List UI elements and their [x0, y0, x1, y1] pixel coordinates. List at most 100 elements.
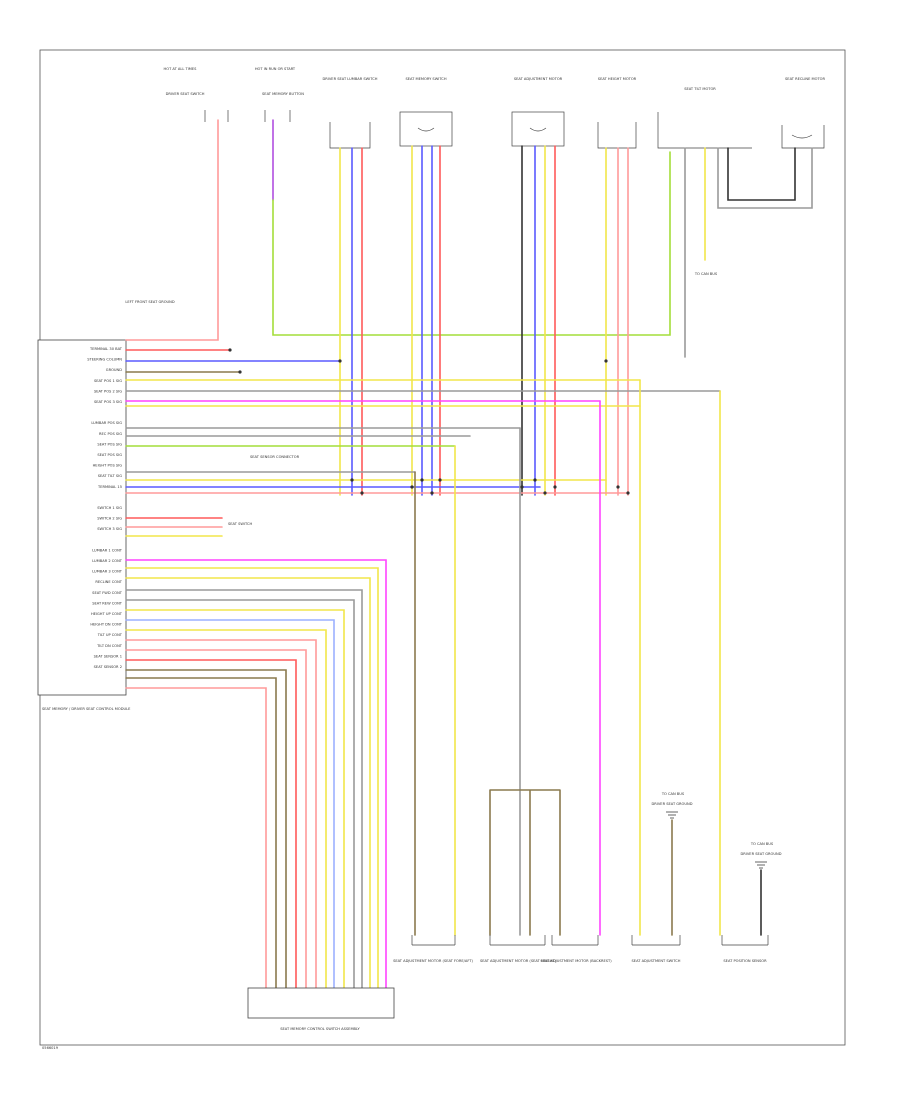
pin-label: STEERING COLUMN: [87, 358, 122, 362]
bottom-ground-0: DRIVER SEAT GROUND: [652, 802, 693, 806]
ground-note: LEFT FRONT SEAT GROUND: [125, 300, 175, 304]
splice-dot: [228, 348, 232, 352]
connector-c1: [204, 110, 229, 122]
wire-green-feed: [272, 151, 671, 336]
wires: [125, 119, 813, 989]
wire-fan: [125, 677, 277, 989]
bus-note-2: TO CAN BUS: [661, 792, 685, 796]
ground-symbol-2: [755, 861, 767, 869]
splice-dot: [360, 491, 364, 495]
top-label-1: SEAT MEMORY SWITCH: [405, 77, 446, 81]
bottom-ground-1: DRIVER SEAT GROUND: [741, 852, 782, 856]
bottom-connector-2: [489, 935, 546, 946]
top-component-labels: DRIVER SEAT LUMBAR SWITCH SEAT MEMORY SW…: [166, 77, 826, 96]
pin-label: SEAT SENSOR 2: [94, 665, 122, 669]
pin-label: SWITCH 1 SIG: [97, 506, 122, 510]
wire-fan: [125, 567, 379, 989]
wire-fan: [125, 639, 317, 989]
pin-label: SEAT TILT SIG: [98, 474, 123, 478]
connector-c2: [264, 110, 291, 122]
wire-drop: [489, 789, 561, 936]
wire-fan: [125, 619, 335, 989]
splice-dot: [238, 370, 242, 374]
bottom-component-labels: SEAT ADJUSTMENT MOTOR (SEAT FORE/AFT) SE…: [393, 959, 767, 963]
top-label-4: SEAT TILT MOTOR: [684, 87, 716, 91]
wire-fan: [125, 629, 327, 989]
pin-label: SEAT POS SIG: [97, 442, 122, 446]
top-note-2: HOT IN RUN OR START: [255, 67, 296, 71]
splice-dot: [350, 478, 354, 482]
pin-label: LUMBAR 1 CONT: [92, 548, 123, 552]
pin-label: SWITCH 3 SIG: [97, 527, 122, 531]
bottom-label-0: SEAT MEMORY CONTROL SWITCH ASSEMBLY: [280, 1027, 360, 1031]
left-module-box: [37, 339, 127, 696]
bottom-label-2: SEAT ADJUSTMENT MOTOR (SEAT HEIGHT): [480, 959, 557, 963]
splices: [228, 348, 630, 495]
wire-switch-loop: [717, 147, 813, 209]
bottom-label-3: SEAT ADJUSTMENT MOTOR (BACKREST): [540, 959, 612, 963]
diagram-code: 0566019: [42, 1046, 59, 1050]
pin-label: LUMBAR 3 CONT: [92, 570, 123, 574]
pin-label: HEIGHT DN CONT: [90, 623, 122, 627]
top-connectors: [204, 110, 825, 149]
wire-fan: [125, 687, 267, 989]
wire-fan: [125, 659, 297, 989]
bottom-connector-3: [551, 935, 599, 946]
connector-height: [597, 122, 637, 149]
bottom-label-5: SEAT POSITION SENSOR: [723, 959, 767, 963]
splice-dot: [420, 478, 424, 482]
pin-label: TERMINAL 15: [97, 485, 122, 489]
pin-label: HEIGHT POS SIG: [93, 464, 123, 468]
wire-fan: [125, 589, 363, 989]
top-note-1: HOT AT ALL TIMES: [164, 67, 198, 71]
splice-dot: [626, 491, 630, 495]
pin-label: TERMINAL 30 BAT: [89, 347, 123, 351]
connector-switch: [657, 112, 752, 149]
splice-dot: [410, 485, 414, 489]
diagram-border: [39, 49, 846, 1046]
wire-fan: [125, 599, 355, 989]
wire-fan: [125, 609, 345, 989]
pin-label: RECLINE CONT: [95, 580, 122, 584]
top-label-5: SEAT RECLINE MOTOR: [785, 77, 825, 81]
splice-dot: [543, 491, 547, 495]
connector-memory: [399, 111, 453, 147]
top-label-7: SEAT MEMORY BUTTON: [262, 92, 304, 96]
pin-label: SWITCH 2 SIG: [97, 517, 122, 521]
wire-fan: [125, 669, 287, 989]
top-label-2: SEAT ADJUSTMENT MOTOR: [514, 77, 563, 81]
wire-fan: [125, 649, 307, 989]
top-label-6: DRIVER SEAT SWITCH: [166, 92, 205, 96]
splice-dot: [616, 485, 620, 489]
splice-dot: [604, 359, 608, 363]
connector-motor: [511, 111, 565, 147]
left-module-title: SEAT MEMORY / DRIVER SEAT CONTROL MODULE: [42, 707, 131, 711]
connector-button: [781, 125, 825, 149]
splice-dot: [338, 359, 342, 363]
ground-symbols: [666, 811, 767, 869]
splice-dot: [553, 485, 557, 489]
pin-label: REC POS SIG: [99, 432, 122, 436]
ground-symbol-1: [666, 811, 678, 819]
connector-seat-lumbar: [329, 122, 371, 149]
splice-dot: [430, 491, 434, 495]
pin-label: TILT DN CONT: [96, 644, 123, 648]
pin-label: HEIGHT UP CONT: [91, 612, 123, 616]
pin-label: SEAT POS SIG: [97, 453, 122, 457]
wire-switch-loop: [727, 147, 796, 201]
bottom-connector-box: [247, 987, 395, 1019]
bottom-label-1: SEAT ADJUSTMENT MOTOR (SEAT FORE/AFT): [393, 959, 473, 963]
switch-note: SEAT SWITCH: [228, 522, 252, 526]
bottom-connector-4: [631, 935, 681, 946]
splice-dot: [533, 478, 537, 482]
pin-label: SEAT POS 3 SIG: [94, 400, 122, 404]
bus-note-1: TO CAN BUS: [694, 272, 718, 276]
top-label-0: DRIVER SEAT LUMBAR SWITCH: [323, 77, 378, 81]
wire-red-feed: [125, 119, 219, 341]
pin-label: LUMBAR POS SIG: [91, 421, 122, 425]
bottom-connector-1: [411, 935, 456, 946]
splice-dot: [438, 478, 442, 482]
pin-label: SEAT REW CONT: [92, 601, 123, 605]
wire-fan: [125, 577, 371, 989]
